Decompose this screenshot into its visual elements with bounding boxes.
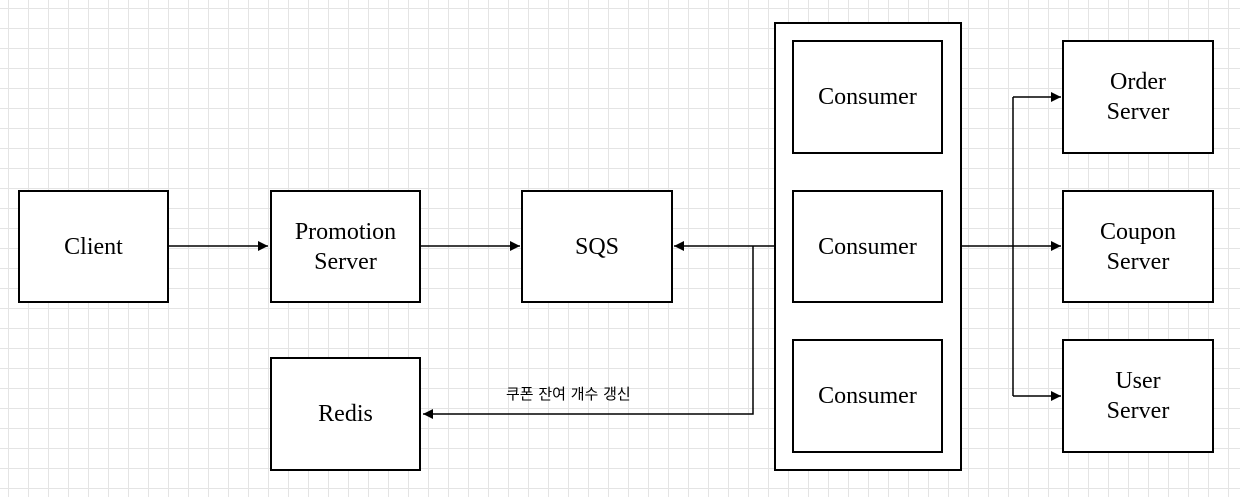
promotion-server-node[interactable]: Promotion Server	[270, 190, 421, 303]
edge-consumer-to-redis	[423, 246, 754, 419]
order-server-node[interactable]: Order Server	[1062, 40, 1214, 154]
sqs-node[interactable]: SQS	[521, 190, 673, 303]
client-node[interactable]: Client	[18, 190, 169, 303]
coupon-server-node[interactable]: Coupon Server	[1062, 190, 1214, 303]
consumer-node[interactable]: Consumer	[792, 190, 943, 303]
consumer-node[interactable]: Consumer	[792, 40, 943, 154]
user-server-node[interactable]: User Server	[1062, 339, 1214, 453]
consumer-node[interactable]: Consumer	[792, 339, 943, 453]
redis-node[interactable]: Redis	[270, 357, 421, 471]
consumer-to-redis-label: 쿠폰 잔여 개수 갱신	[506, 385, 631, 403]
